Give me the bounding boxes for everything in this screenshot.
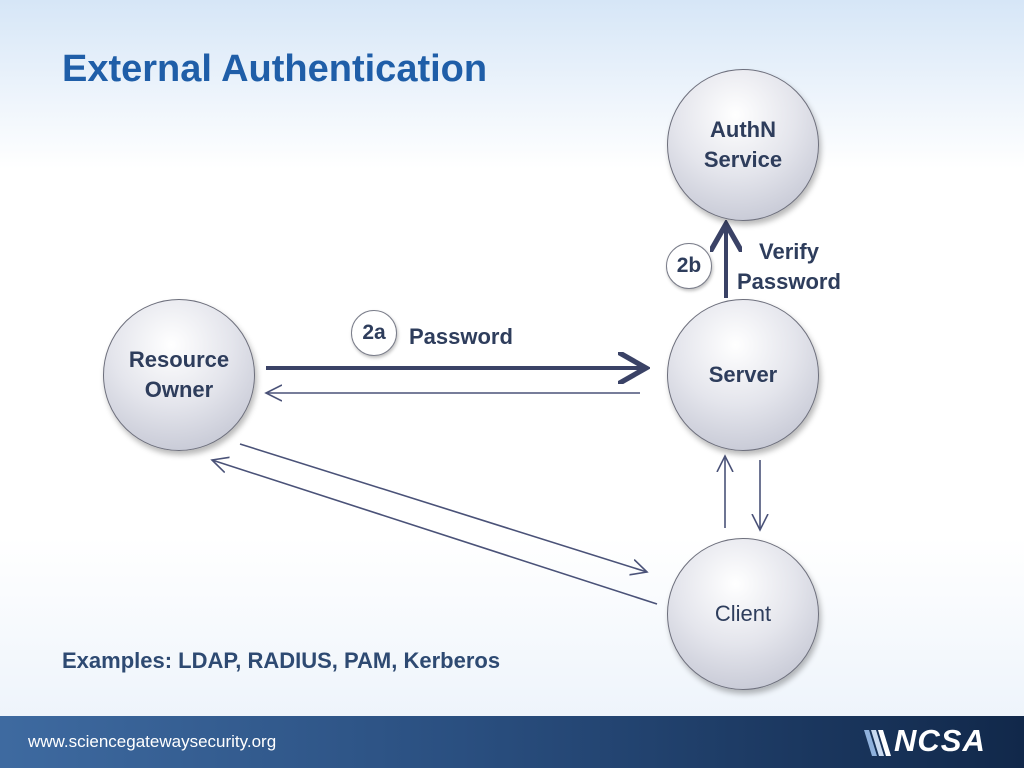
ncsa-stripes-icon xyxy=(864,730,891,756)
node-server-label: Server xyxy=(708,362,778,387)
ncsa-logo: NCSA xyxy=(862,723,1012,760)
arrow-resource-owner-to-client xyxy=(239,443,647,572)
node-client: Client xyxy=(667,538,819,690)
examples-text: Examples: LDAP, RADIUS, PAM, Kerberos xyxy=(62,648,501,673)
node-resource-owner-label: Resource Owner xyxy=(128,347,230,402)
footer-url: www.sciencegatewaysecurity.org xyxy=(28,732,277,751)
arrow-client-to-resource-owner xyxy=(212,460,658,605)
node-client-label: Client xyxy=(714,601,772,626)
ncsa-logo-text: NCSA xyxy=(894,723,986,758)
auth-flow-diagram: AuthN Service Resource Owner Server Clie… xyxy=(0,0,1024,690)
step-badge-2a: 2a xyxy=(351,310,397,356)
slide-title: External Authentication xyxy=(62,48,488,90)
diagram-arrows xyxy=(0,0,1024,605)
step-badge-2b: 2b xyxy=(666,243,712,289)
node-resource-owner: Resource Owner xyxy=(103,299,255,451)
footer-bar: www.sciencegatewaysecurity.org NCSA xyxy=(0,716,1024,768)
edge-label-verify-password: Verify Password xyxy=(737,239,841,294)
edge-label-password: Password xyxy=(409,324,513,349)
node-server: Server xyxy=(667,299,819,451)
node-authn-service-label: AuthN Service xyxy=(703,117,783,172)
node-authn-service: AuthN Service xyxy=(667,69,819,221)
